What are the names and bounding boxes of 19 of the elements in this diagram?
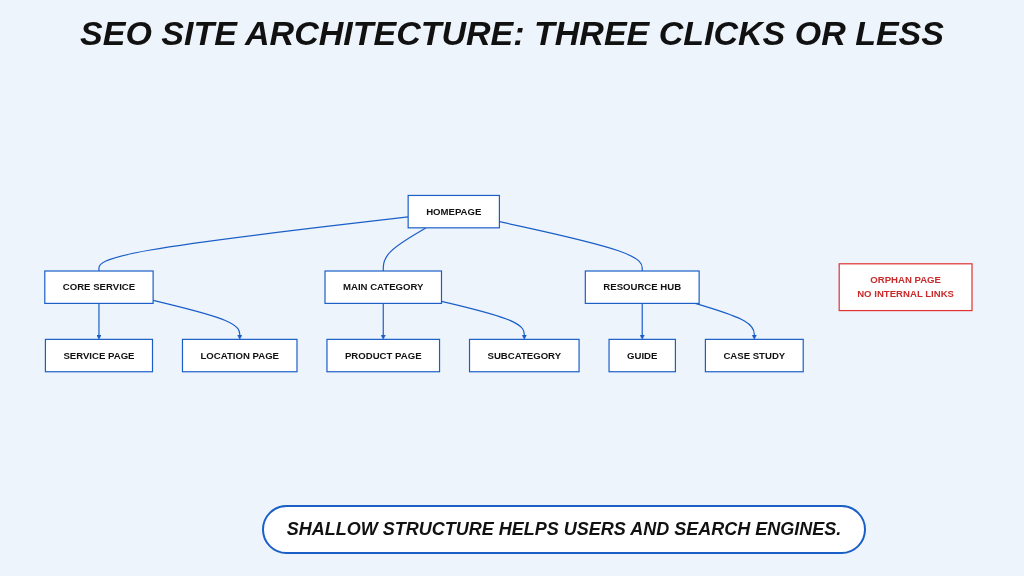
diagram-title: SEO SITE ARCHITECTURE: THREE CLICKS OR LESS	[79, 14, 945, 53]
node-box: SERVICE PAGE	[44, 338, 154, 373]
node-box: PRODUCT PAGE	[326, 338, 441, 373]
arrow	[639, 302, 645, 340]
connector	[382, 227, 427, 272]
footer-banner: SHALLOW STRUCTURE HELPS USERS AND SEARCH ENGINES.	[262, 505, 866, 554]
node-box: MAIN CATEGORY	[324, 270, 443, 304]
arrow	[380, 302, 386, 340]
node-box: CORE SERVICE	[44, 270, 154, 304]
arrow	[96, 302, 102, 340]
node-box: HOMEPAGE	[407, 194, 500, 229]
node-box: GUIDE	[608, 338, 676, 373]
node-box: RESOURCE HUB	[584, 270, 700, 304]
node-box: LOCATION PAGE	[181, 338, 298, 373]
node-box: SUBCATEGORY	[468, 338, 580, 373]
connector	[98, 216, 409, 272]
node-box: CASE STUDY	[704, 338, 804, 373]
node-box: ORPHAN PAGE NO INTERNAL LINKS	[838, 263, 973, 312]
arrow	[440, 300, 527, 340]
